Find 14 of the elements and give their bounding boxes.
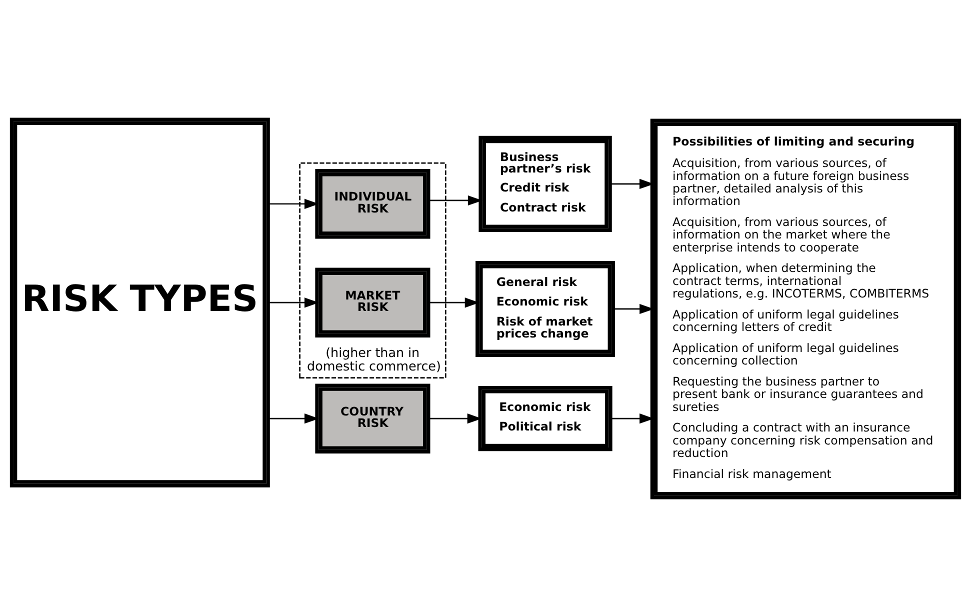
node-box: General risk Economic risk Risk of market prices change <box>476 260 616 356</box>
node-box: MARKET RISK <box>315 267 430 337</box>
arrow <box>428 194 482 206</box>
arrow <box>428 412 482 424</box>
arrow <box>268 412 319 424</box>
node-box: COUNTRY RISK <box>315 383 430 453</box>
arrow <box>428 297 480 308</box>
node-box: Business partner’s risk Credit risk Contract risk <box>478 135 612 232</box>
node-box: Possibilities of limiting and securing Acquisition, from various sources, of information on a future foreign business partner, detailed analysis of this information Acquisition, from various sources, of information on the market where the enterprise intends to cooperate Application, when determining the contract terms, international regulations, e.g. INCOTERMS, COMBITERMS Application of uniform legal guidelines concerning letters of credit Application of uniform legal guidelines concerning collection Requesting the business partner to present bank or insurance guarantees and sureties Concluding a contract with an insurance company concerning risk compensation and reduction Financial risk management <box>650 118 962 499</box>
node-box: INDIVIDUAL RISK <box>315 168 430 238</box>
node-box: Economic risk Political risk <box>478 385 612 451</box>
arrow <box>268 297 319 308</box>
arrow <box>268 198 319 208</box>
node-box: RISK TYPES <box>10 117 270 487</box>
